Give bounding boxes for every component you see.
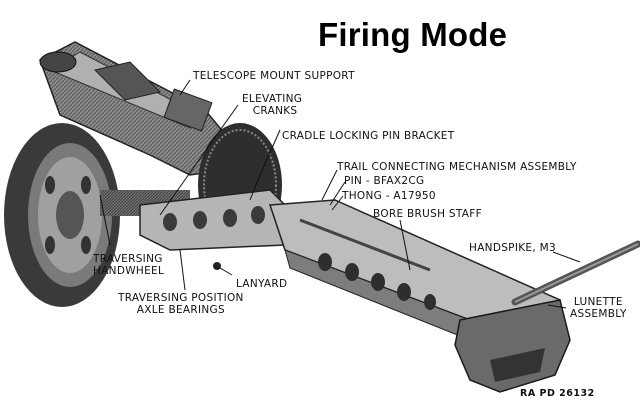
label-traversing-handwheel: TRAVERSING HANDWHEEL bbox=[93, 253, 164, 277]
wheel bbox=[4, 123, 120, 307]
label-lunette-line2: ASSEMBLY bbox=[570, 308, 627, 320]
label-traversing-handwheel-line2: HANDWHEEL bbox=[93, 265, 165, 277]
label-traversing-handwheel-line1: TRAVERSING bbox=[93, 253, 163, 265]
label-telescope-mount-support: TELESCOPE MOUNT SUPPORT bbox=[193, 70, 355, 82]
lunette bbox=[454, 299, 571, 393]
label-elevating-cranks-line2: CRANKS bbox=[252, 105, 298, 117]
trail bbox=[268, 199, 561, 341]
leader-lines bbox=[99, 79, 581, 309]
label-lunette-assembly: LUNETTE ASSEMBLY bbox=[570, 296, 627, 320]
label-pin: PIN - BFAX2CG bbox=[344, 175, 425, 187]
label-thong: THONG - A17950 bbox=[342, 190, 436, 202]
label-trail-connecting-mechanism: TRAIL CONNECTING MECHANISM ASSEMBLY bbox=[337, 161, 577, 173]
lanyard-knob bbox=[213, 262, 221, 270]
label-elevating-cranks: ELEVATING CRANKS bbox=[242, 93, 302, 117]
label-traversing-position-line1: TRAVERSING POSITION bbox=[118, 292, 244, 304]
label-traversing-position: TRAVERSING POSITION AXLE BEARINGS bbox=[118, 292, 244, 316]
reference-number: RA PD 26132 bbox=[520, 388, 595, 399]
barrel-assembly bbox=[39, 41, 231, 176]
label-cradle-locking-pin-bracket: CRADLE LOCKING PIN BRACKET bbox=[282, 130, 455, 142]
label-traversing-position-line2: AXLE BEARINGS bbox=[136, 304, 225, 316]
label-lunette-line1: LUNETTE bbox=[573, 296, 623, 308]
label-bore-brush-staff: BORE BRUSH STAFF bbox=[373, 208, 482, 220]
label-handspike: HANDSPIKE, M3 bbox=[469, 242, 556, 254]
label-elevating-cranks-line1: ELEVATING bbox=[242, 93, 303, 105]
page-title: Firing Mode bbox=[318, 16, 508, 53]
label-lanyard: LANYARD bbox=[236, 278, 288, 290]
